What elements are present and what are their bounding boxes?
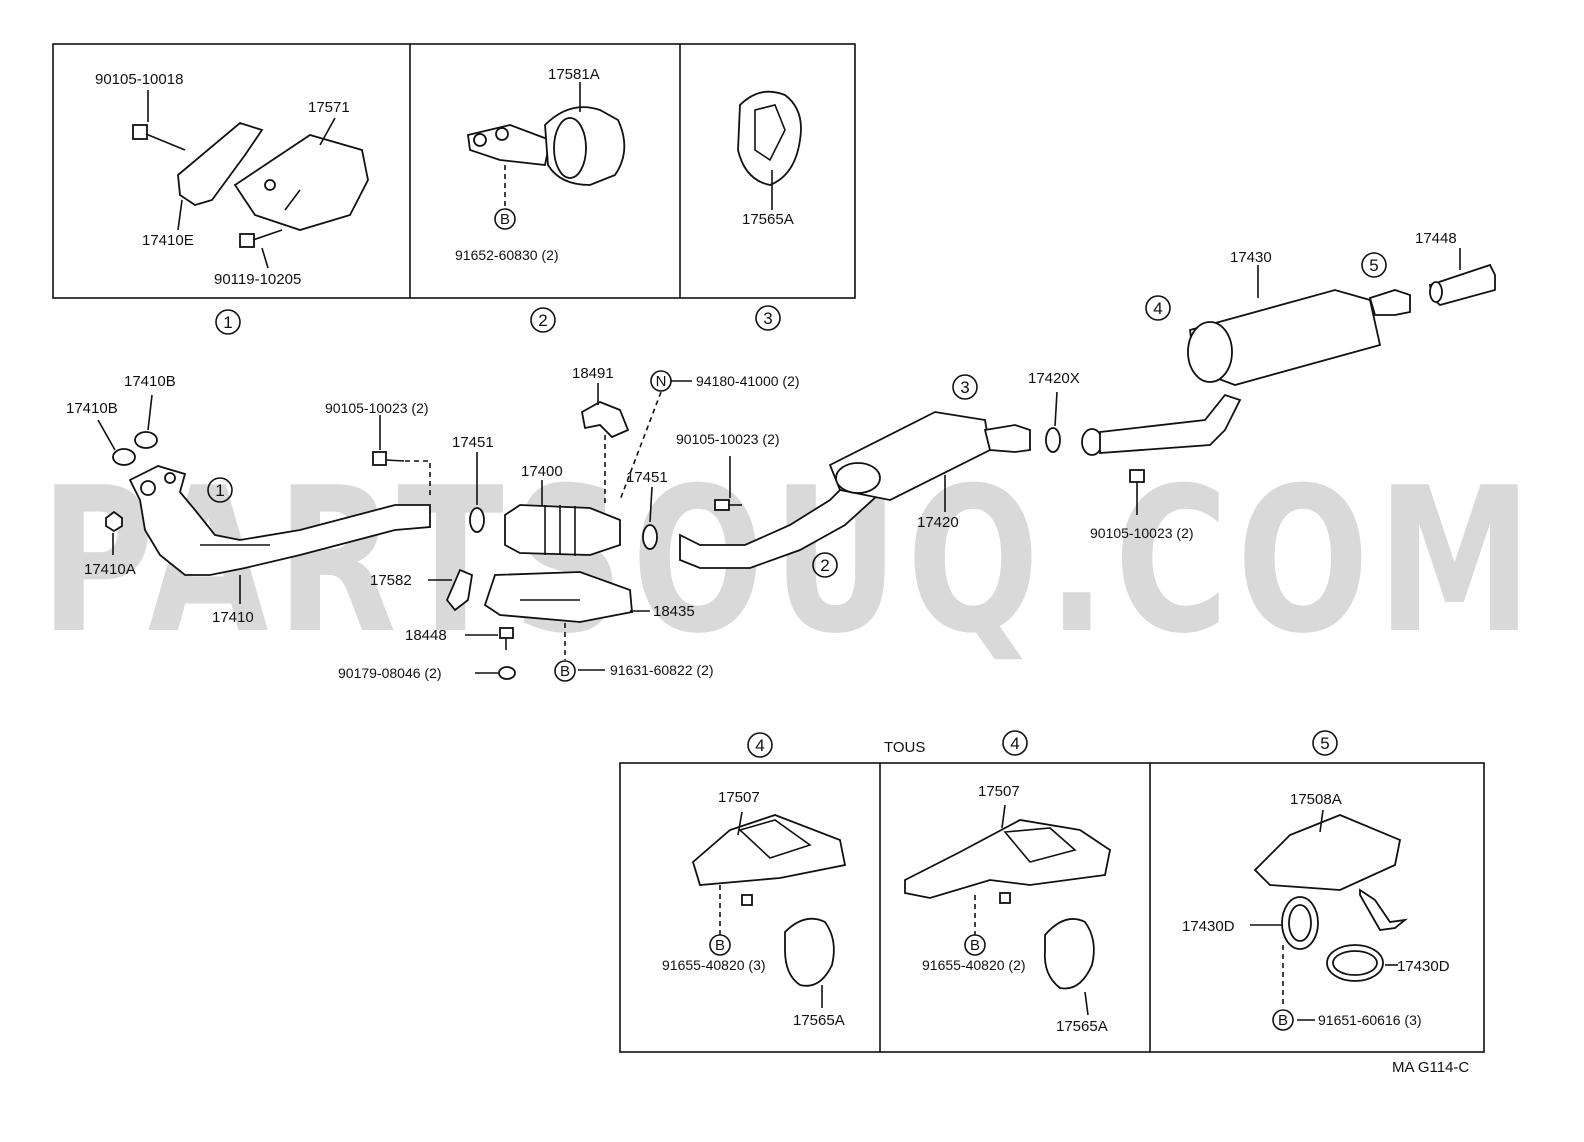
part-label: 90105-10023 (2) xyxy=(325,400,429,416)
part-label: 90179-08046 (2) xyxy=(338,665,442,681)
part-label: 91651-60616 (3) xyxy=(1318,1012,1422,1028)
panel-2-parts xyxy=(467,82,626,210)
panel-marker-4b: 4 xyxy=(1002,730,1028,756)
support-rubber-drawing xyxy=(737,90,802,186)
part-label: 90105-10018 xyxy=(95,71,183,88)
part-label: 17420 xyxy=(917,514,959,531)
variant-label: TOUS xyxy=(884,739,925,756)
callout-marker-3: 3 xyxy=(952,374,978,400)
bolt-marker-b: B xyxy=(494,208,516,230)
part-label: 90105-10023 (2) xyxy=(676,431,780,447)
part-label: 91655-40820 (3) xyxy=(662,957,766,973)
part-label: 17507 xyxy=(718,789,760,806)
bracket-17571-drawing xyxy=(233,134,369,231)
part-label: 18491 xyxy=(572,365,614,382)
part-label: 17565A xyxy=(1056,1018,1108,1035)
part-label: 17565A xyxy=(742,211,794,228)
svg-text:1: 1 xyxy=(223,313,232,332)
callout-marker-1: 1 xyxy=(207,477,233,503)
part-label: 18448 xyxy=(405,627,447,644)
insulator-drawing xyxy=(483,571,633,623)
panel-marker-4a: 4 xyxy=(747,732,773,758)
panel-marker-3: 3 xyxy=(755,305,781,331)
svg-text:B: B xyxy=(1278,1012,1288,1029)
figure-code: MA G114-C xyxy=(1392,1059,1469,1076)
bolt-icon xyxy=(132,124,186,151)
part-label: 17507 xyxy=(978,783,1020,800)
svg-text:2: 2 xyxy=(538,311,547,330)
panel-marker-5: 5 xyxy=(1312,730,1338,756)
part-label: 17451 xyxy=(626,469,668,486)
watermark: PARTSOUQ.COM xyxy=(40,445,1540,678)
svg-text:4: 4 xyxy=(1153,299,1162,318)
part-label: 18435 xyxy=(653,603,695,620)
svg-text:3: 3 xyxy=(763,309,772,328)
part-label: 17410E xyxy=(142,232,194,249)
part-label: 91631-60822 (2) xyxy=(610,662,714,678)
panel-marker-2: 2 xyxy=(530,307,556,333)
part-label: 17410B xyxy=(124,373,176,390)
part-label: 17581A xyxy=(548,66,600,83)
svg-text:5: 5 xyxy=(1320,734,1329,753)
part-label: 94180-41000 (2) xyxy=(696,373,800,389)
part-label: 17400 xyxy=(521,463,563,480)
part-label: 17451 xyxy=(452,434,494,451)
callout-marker-5: 5 xyxy=(1361,252,1387,278)
panel-marker-1: 1 xyxy=(215,309,241,335)
panel-1-parts xyxy=(132,90,369,269)
svg-text:4: 4 xyxy=(755,736,764,755)
svg-text:B: B xyxy=(500,211,510,228)
front-pipe-drawing xyxy=(128,465,431,576)
svg-text:2: 2 xyxy=(820,556,829,575)
main-assembly xyxy=(97,248,1496,680)
panel-3-parts xyxy=(737,90,802,210)
bolt-icon xyxy=(239,229,283,248)
part-label: 17565A xyxy=(793,1012,845,1029)
bolt-marker-b: B xyxy=(554,660,576,682)
part-label: 90105-10023 (2) xyxy=(1090,525,1194,541)
nut-marker-n: N xyxy=(650,370,672,392)
svg-text:B: B xyxy=(560,663,570,680)
converter-drawing xyxy=(504,504,621,556)
svg-text:B: B xyxy=(715,937,725,954)
svg-text:1: 1 xyxy=(215,481,224,500)
part-label: 17430 xyxy=(1230,249,1272,266)
svg-text:4: 4 xyxy=(1010,734,1019,753)
bolt-marker-b: B xyxy=(1272,1009,1294,1031)
part-label: 17430D xyxy=(1397,958,1450,975)
callout-marker-2: 2 xyxy=(812,552,838,578)
panel-frame-top xyxy=(52,43,856,299)
part-label: 17410B xyxy=(66,400,118,417)
part-label: 17582 xyxy=(370,572,412,589)
svg-text:3: 3 xyxy=(960,378,969,397)
svg-text:5: 5 xyxy=(1369,256,1378,275)
part-label: 17448 xyxy=(1415,230,1457,247)
bolt-marker-b: B xyxy=(709,934,731,956)
part-label: 90119-10205 xyxy=(214,271,301,288)
svg-text:N: N xyxy=(656,373,667,390)
detail-panels-bottom xyxy=(619,762,1485,1053)
part-label: 91652-60830 (2) xyxy=(455,247,559,263)
svg-text:B: B xyxy=(970,937,980,954)
part-label: 17571 xyxy=(308,99,350,116)
part-label: 17410A xyxy=(84,561,136,578)
callout-marker-4: 4 xyxy=(1145,295,1171,321)
detail-panels-top xyxy=(52,43,856,299)
part-label: 17508A xyxy=(1290,791,1342,808)
part-labels: 90105-10018 17571 17410E 90119-10205 175… xyxy=(66,66,1469,1076)
circled-markers: 1 2 3 4 4 5 1 2 3 4 5 B B B B B N xyxy=(207,208,1387,1031)
part-label: 17420X xyxy=(1028,370,1080,387)
bolt-marker-b: B xyxy=(964,934,986,956)
stay-17410e-drawing xyxy=(177,121,264,206)
part-label: 17410 xyxy=(212,609,254,626)
part-label: 17430D xyxy=(1182,918,1235,935)
part-label: 91655-40820 (2) xyxy=(922,957,1026,973)
